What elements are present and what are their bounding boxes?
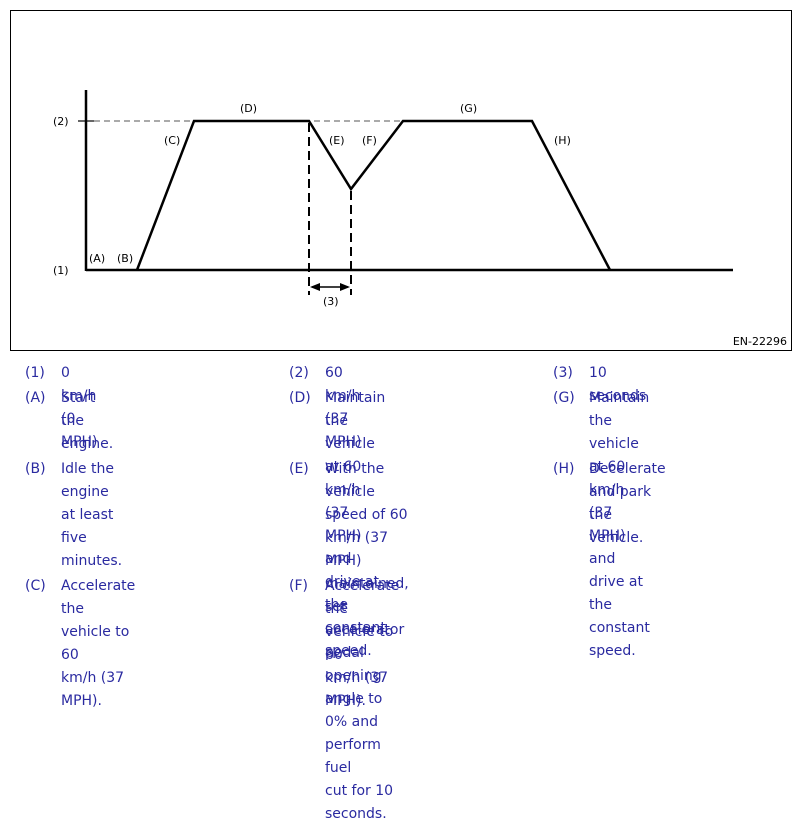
- legend-code: (H): [553, 461, 575, 477]
- legend-text-line: Maintain the vehicle at 60: [589, 390, 650, 475]
- legend-code: (2): [289, 365, 309, 381]
- legend-text-line: km/h (37 MPH) and drive at: [589, 482, 643, 590]
- legend-code: (3): [553, 365, 573, 381]
- legend-text: 0 km/h (0 MPH): [61, 365, 98, 450]
- legend-text: Accelerate the vehicle to 60 km/h (37 MP…: [61, 575, 135, 713]
- dimension-label: (3): [323, 295, 339, 308]
- legend-text-line: With the vehicle speed of 60: [325, 461, 408, 523]
- legend-text-line: km/h (37 MPH).: [61, 670, 125, 709]
- legend-text-line: cut for 10 seconds.: [325, 783, 394, 822]
- legend-code: (G): [553, 390, 575, 406]
- legend-text-line: km/h (37 MPH).: [325, 670, 389, 709]
- legend-text: Accelerate the vehicle to 60 km/h (37 MP…: [325, 575, 399, 713]
- arrowhead-left: [310, 283, 320, 291]
- legend-text: 60 km/h (37 MPH): [325, 365, 362, 450]
- legend-text-line: km/h (37 MPH) maintained,: [325, 530, 409, 592]
- legend-text: Decelerate and park the vehicle.: [589, 458, 666, 550]
- arrowhead-right: [340, 283, 350, 291]
- segment-label-h: (H): [554, 134, 571, 147]
- legend-text-line: Accelerate the vehicle to 60: [61, 578, 136, 663]
- legend-code: (B): [25, 461, 46, 477]
- legend-text-line: minutes.: [61, 553, 123, 569]
- legend-code: (E): [289, 461, 309, 477]
- legend-code: (C): [25, 578, 46, 594]
- legend-text-line: Idle the engine at least five: [61, 461, 114, 546]
- legend-text-line: Accelerate the vehicle to 60: [325, 578, 400, 663]
- segment-label-g: (G): [460, 102, 477, 115]
- figure-id: EN-22296: [732, 335, 787, 348]
- segment-label-f: (F): [362, 134, 377, 147]
- segment-label-e: (E): [329, 134, 345, 147]
- legend-text: Idle the engine at least five minutes.: [61, 458, 122, 573]
- legend-text-line: Maintain the vehicle at 60: [325, 390, 386, 475]
- legend-code: (F): [289, 578, 308, 594]
- segment-label-c: (C): [164, 134, 180, 147]
- legend-text: Start the engine.: [61, 390, 114, 452]
- legend-code: (D): [289, 390, 311, 406]
- diagram-frame: (2) (1) (A) (B) (C) (D) (E) (F) (G) (H) …: [10, 10, 792, 351]
- legend-code: (A): [25, 390, 46, 406]
- speed-profile-line: [135, 119, 612, 271]
- speed-profile-diagram: (2) (1) (A) (B) (C) (D) (E) (F) (G) (H) …: [53, 90, 733, 308]
- legend-text: 10 seconds: [589, 365, 647, 404]
- segment-label-a: (A): [89, 252, 105, 265]
- legend-text-line: the constant speed.: [589, 597, 650, 659]
- legend-text-line: vehicle.: [589, 530, 644, 546]
- segment-label-b: (B): [117, 252, 133, 265]
- y-label-2: (2): [53, 115, 69, 128]
- legend-text-line: Decelerate and park the: [589, 461, 666, 523]
- legend-code: (1): [25, 365, 45, 381]
- legend-text-line: km/h (37 MPH) and drive at: [325, 482, 379, 590]
- segment-label-d: (D): [240, 102, 257, 115]
- y-label-1: (1): [53, 264, 69, 277]
